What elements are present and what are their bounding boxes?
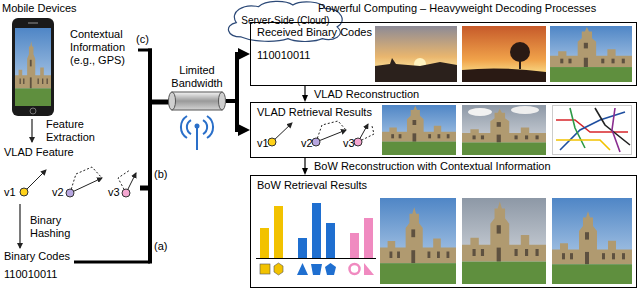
pipe-end: [219, 92, 226, 110]
photo: [462, 26, 546, 82]
bandwidth-pipe: Limited Bandwidth: [168, 64, 226, 113]
label-slot: Feature Extraction: [46, 118, 106, 144]
photo: [550, 26, 632, 82]
edge-label: VLAD Reconstruction: [312, 88, 421, 101]
label-slot: Mobile Devices: [2, 2, 77, 15]
label-slot: Binary Codes: [4, 250, 70, 263]
label-slot: (b): [154, 168, 167, 181]
text-label: Feature Extraction: [46, 118, 106, 144]
phone-image: [12, 18, 54, 116]
label-slot: v3: [108, 186, 120, 199]
text-label: (c): [136, 33, 149, 46]
text-label: Binary Hashing: [30, 214, 78, 240]
node-title: VLAD Retrieval Results: [257, 106, 630, 119]
text-label: 110010011: [4, 268, 57, 281]
connector: [304, 158, 305, 168]
map-photo: [553, 106, 632, 155]
node-title: Received Binary Codes: [257, 26, 630, 39]
node-title: Server-Side (Cloud): [241, 15, 329, 27]
pipe-cylinder: [168, 91, 226, 111]
node-text: v1: [257, 137, 269, 150]
text-label: (a): [154, 240, 167, 253]
label-slot: v2: [52, 186, 64, 199]
uplink-wires: [74, 49, 170, 264]
text-slot: v3: [343, 137, 355, 150]
label-slot: VLAD Feature: [4, 146, 74, 159]
text-slot: v1: [257, 137, 269, 150]
photo: [462, 198, 546, 284]
label-slot: Binary Hashing: [30, 214, 78, 240]
edge-label-slot: VLAD Reconstruction: [312, 88, 421, 101]
connector: [226, 54, 238, 101]
edge-label: BoW Reconstruction with Contextual Infor…: [312, 160, 553, 173]
label-slot: Powerful Computing – Heavyweight Decodin…: [318, 2, 596, 15]
result-box: Received Binary Codes 110010011: [250, 22, 637, 86]
pipe-body: [172, 92, 222, 110]
photo: [552, 198, 632, 284]
pipe-end: [169, 92, 176, 110]
connector: [304, 86, 305, 95]
node-text: v2: [301, 137, 313, 150]
edge-label-slot: BoW Reconstruction with Contextual Infor…: [312, 160, 553, 173]
text-label: VLAD Feature: [4, 146, 74, 159]
node-text: 110010011: [257, 49, 630, 62]
connector: [226, 101, 238, 130]
text-label: v3: [108, 186, 120, 199]
photo: [375, 26, 457, 82]
node-text: v3: [343, 137, 355, 150]
label-slot: (a): [154, 240, 167, 253]
wireless-icon: [181, 116, 213, 150]
result-box: BoW Retrieval Results: [250, 175, 637, 288]
text-label: (b): [154, 168, 167, 181]
label-slot: Contextual Information (e.g., GPS): [70, 28, 134, 67]
node-title: BoW Retrieval Results: [257, 179, 630, 192]
photo: [462, 105, 546, 155]
label-slot: (c): [136, 33, 149, 46]
text-label: Contextual Information (e.g., GPS): [70, 28, 134, 67]
text-label: v1: [4, 186, 16, 199]
label-slot: 110010011: [4, 268, 57, 281]
photo: [380, 198, 456, 284]
text-label: Mobile Devices: [2, 2, 77, 15]
text-label: v2: [52, 186, 64, 199]
bow-histogram: [256, 203, 376, 275]
text-label: Powerful Computing – Heavyweight Decodin…: [318, 2, 596, 15]
text-label: Binary Codes: [4, 250, 70, 263]
node-title: Limited Bandwidth: [168, 64, 226, 90]
text-slot: v2: [301, 137, 313, 150]
result-box: VLAD Retrieval Results v1 v2 v3: [250, 102, 637, 158]
photo: [382, 105, 456, 155]
label-slot: v1: [4, 186, 16, 199]
